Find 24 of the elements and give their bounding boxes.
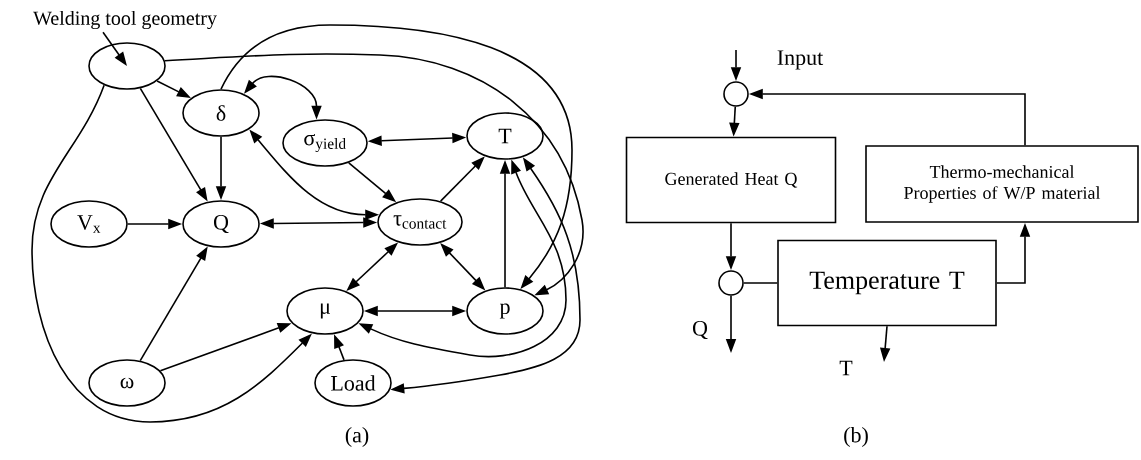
ellipse-node: δ — [182, 89, 260, 137]
process-box: Temperature T — [777, 239, 997, 327]
panel-label: (b) — [844, 427, 868, 447]
ellipse-node: Q — [182, 200, 260, 248]
arrow — [31, 84, 312, 423]
arrow — [164, 53, 584, 296]
edge-label: Input — [777, 50, 824, 70]
ellipse-node: V$_{x}$ — [50, 200, 128, 248]
ellipse-node: T — [466, 112, 544, 160]
ellipse-node: p — [466, 287, 544, 335]
ellipse-node: τ$_{contact}$ — [377, 198, 463, 246]
ellipse-node: σ$_{yield}$ — [282, 119, 368, 167]
ellipse-node: μ — [286, 287, 364, 335]
summing-junction — [718, 270, 744, 296]
edge-label: T — [839, 360, 853, 376]
edge-label: Q — [692, 320, 708, 340]
panel-label: (a) — [345, 427, 369, 447]
process-box: Thermo-mechanical Properties of W/P material — [865, 145, 1139, 223]
annotation-text: Welding tool geometry — [33, 10, 217, 30]
ellipse-node: Load — [314, 359, 392, 407]
process-box: Generated Heat Q — [625, 136, 837, 224]
ellipse-node: ω — [88, 359, 166, 407]
ellipse-node — [88, 42, 166, 90]
summing-junction — [723, 81, 749, 107]
